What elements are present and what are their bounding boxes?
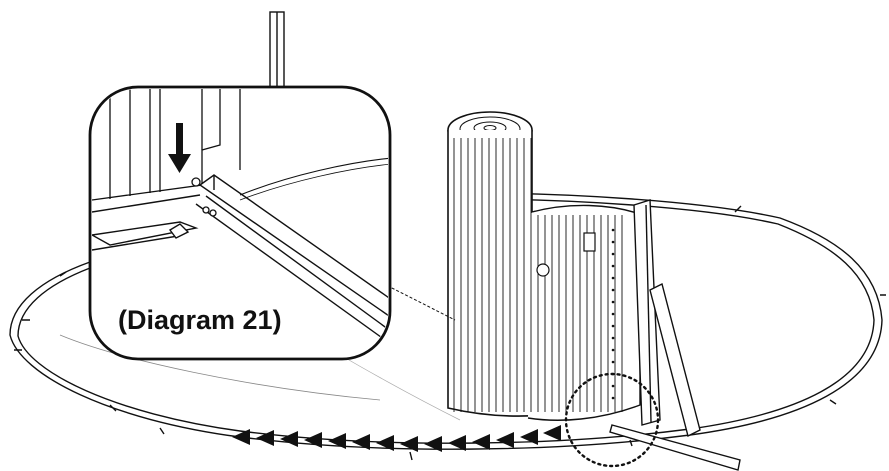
panel-hole [611,228,615,232]
base-sheet-edge [59,334,381,401]
detail-track [92,194,201,251]
panel-hole [611,336,615,340]
detail-callout [88,85,392,361]
detail-wall-panel [92,89,241,201]
direction-arrow-icon [520,429,538,445]
panel-hole [611,384,615,388]
direction-arrow-icon [496,432,514,448]
panel-hole [611,312,615,316]
panel-hole [611,288,615,292]
panel-hole [611,264,615,268]
panel-label-plate [583,232,596,252]
panel-hole [611,324,615,328]
direction-arrow-icon [232,425,561,452]
direction-arrow-icon [232,429,250,445]
direction-arrow-icon [280,431,298,447]
panel-hole [611,360,615,364]
direction-arrow-icon [448,435,466,451]
direction-arrow-icon [472,434,490,450]
detail-floor-edge [239,157,388,196]
direction-arrow-icon [543,425,561,441]
down-arrow-icon [168,123,191,173]
diagram-caption: (Diagram 21) [118,305,282,335]
panel-porthole [536,263,550,277]
direction-arrow-icon [328,433,346,449]
panel-hole [611,240,615,244]
direction-arrow-icon [304,432,322,448]
panel-hole [611,252,615,256]
panel-hole [611,396,615,400]
detail-bolts [191,177,217,217]
detail-brace-beam [195,174,388,346]
direction-arrow-icon [400,436,418,452]
rolled-wall-panel [447,111,641,421]
panel-ribs [453,138,623,412]
panel-hole [611,300,615,304]
corner-post [609,199,741,471]
panel-hole [611,276,615,280]
direction-arrow-icon [256,430,274,446]
base-track-ring [9,192,886,461]
panel-hole [611,348,615,352]
direction-arrow-icon [352,434,370,450]
detail-highlight-circle [564,372,660,468]
direction-arrow-icon [424,436,442,452]
direction-arrow-icon [376,435,394,451]
